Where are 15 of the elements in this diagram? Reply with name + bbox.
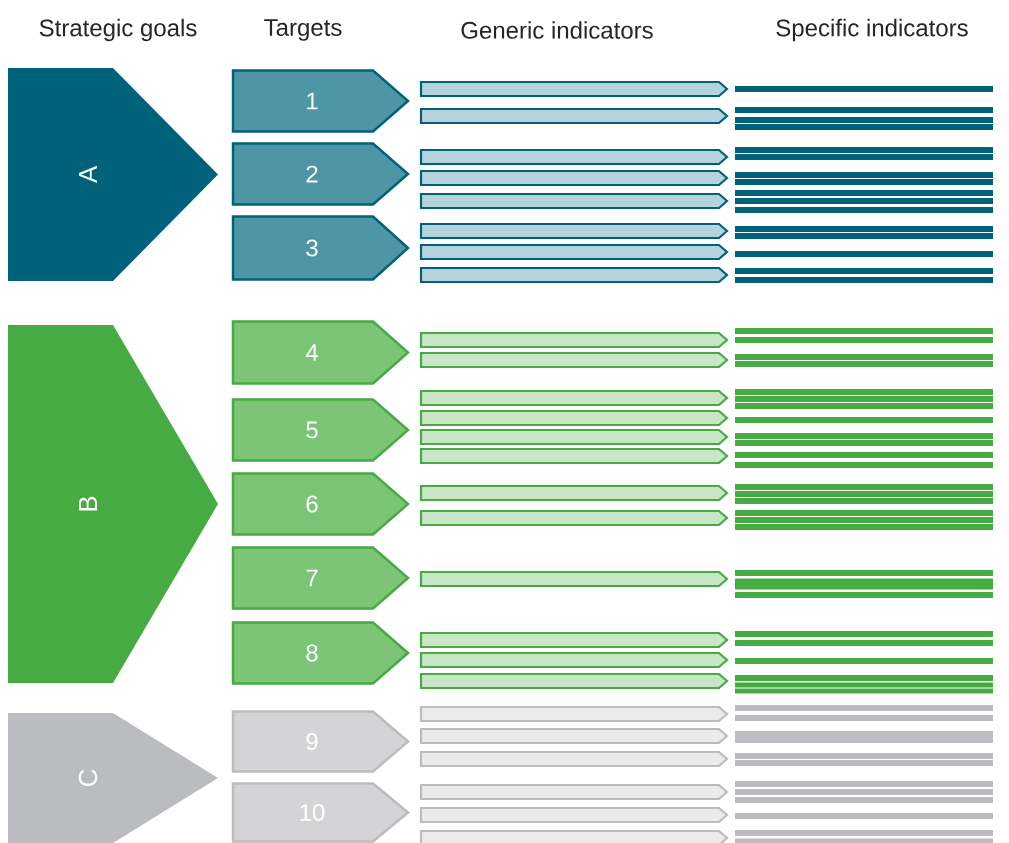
column-heading: Generic indicators bbox=[461, 21, 653, 39]
target-pentagon: 1 bbox=[231, 69, 410, 133]
target-pentagon: 8 bbox=[231, 621, 410, 685]
target-pentagon: 6 bbox=[231, 472, 410, 536]
target-pentagon: 3 bbox=[231, 215, 410, 281]
goal-pentagon: C bbox=[8, 713, 218, 843]
column-heading: Specific indicators bbox=[776, 18, 968, 42]
target-pentagon: 5 bbox=[231, 398, 410, 462]
goal-pentagon: B bbox=[8, 325, 218, 683]
column-heading: Strategic goals bbox=[39, 18, 197, 42]
target-pentagon: 2 bbox=[231, 142, 410, 206]
goal-pentagon: A bbox=[8, 68, 218, 281]
target-pentagon: 7 bbox=[231, 546, 410, 610]
target-pentagon: 4 bbox=[231, 320, 410, 385]
column-heading: Targets bbox=[264, 19, 342, 41]
